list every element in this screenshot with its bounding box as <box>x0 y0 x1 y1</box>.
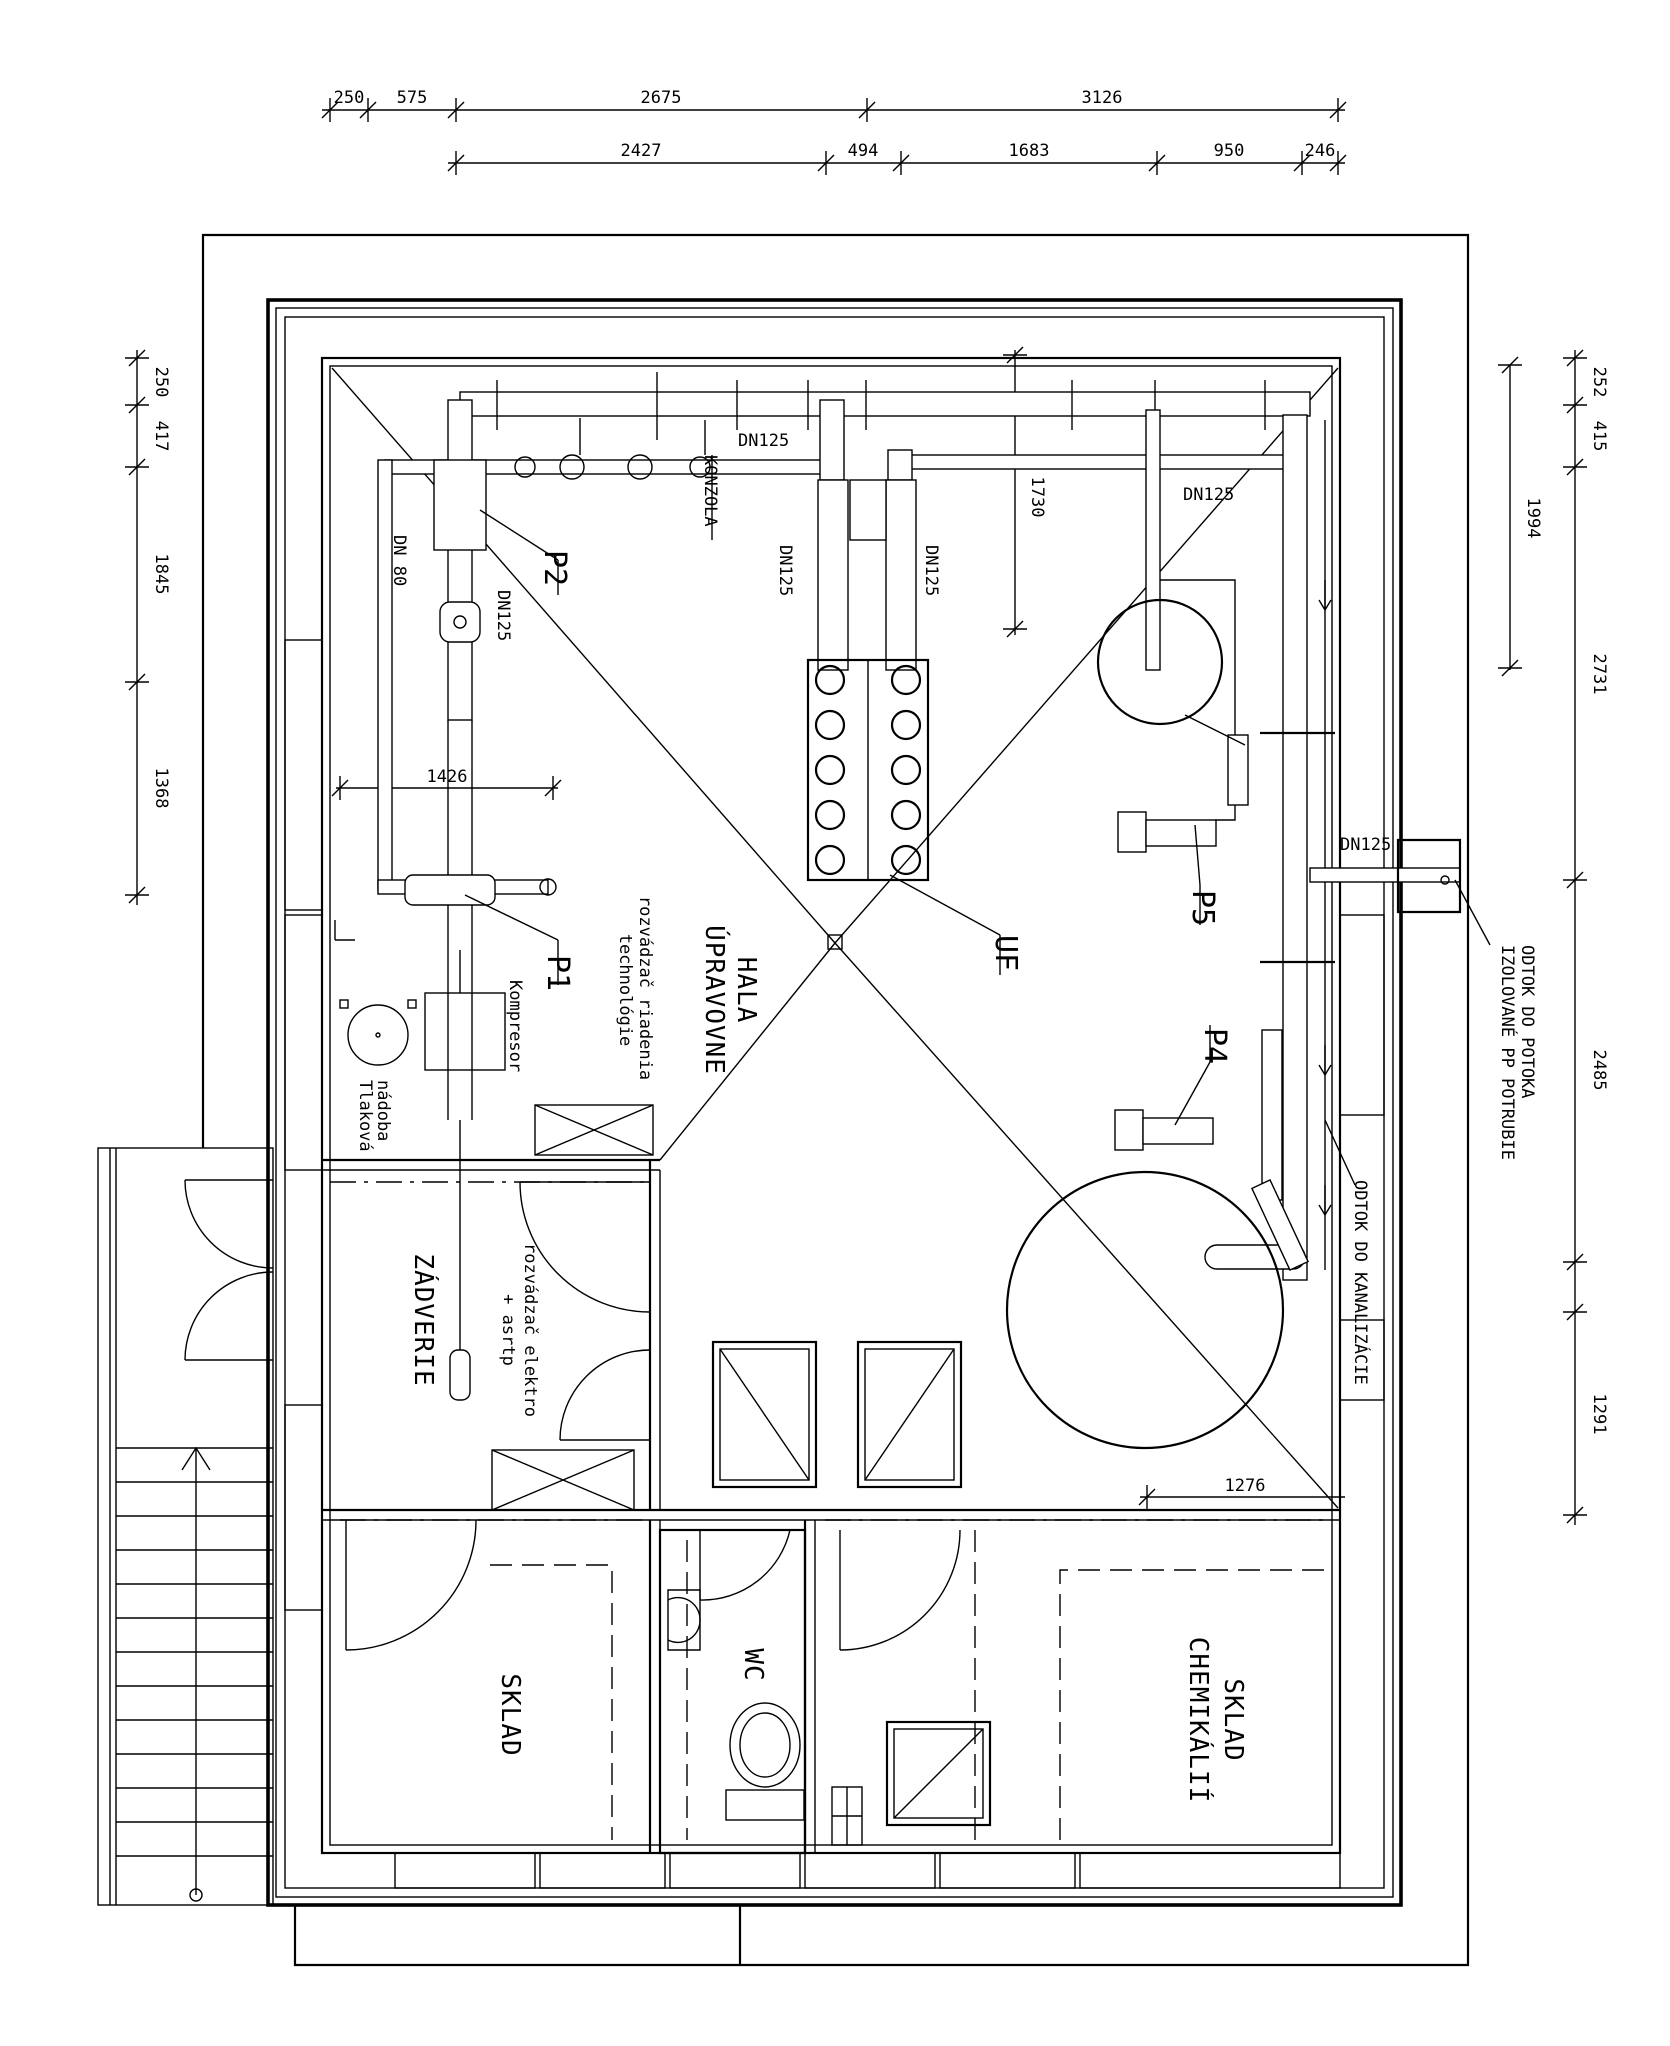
label-dn125-b: DN125 <box>921 545 941 596</box>
dim-top-246: 246 <box>1305 141 1336 161</box>
external-stairs <box>97 1147 274 1906</box>
dim-left-417: 417 <box>151 421 171 452</box>
tag-p2: P2 <box>537 550 572 586</box>
label-kompresor: Kompresor <box>505 980 525 1072</box>
label-tlakova-1: Tlaková <box>355 1080 375 1152</box>
uf-modules <box>806 658 930 882</box>
label-konzola: KONZOLA <box>700 455 720 527</box>
leader-lines <box>464 455 1491 1186</box>
piping <box>334 372 1462 1450</box>
dim-top-950: 950 <box>1214 141 1245 161</box>
dim-top-2675: 2675 <box>641 88 682 108</box>
cabinets <box>491 1104 992 1846</box>
doors <box>184 1179 1330 1845</box>
room-sklad: SKLAD <box>495 1673 525 1756</box>
dim-1730: 1730 <box>1027 477 1047 518</box>
dimension-lines: 250 575 2675 3126 2427 494 1683 950 246 … <box>125 88 1609 1525</box>
dim-top-494: 494 <box>848 141 879 161</box>
dim-left-1368: 1368 <box>151 768 171 809</box>
label-dn80: DN 80 <box>389 535 409 586</box>
tag-p5: P5 <box>1185 890 1220 926</box>
room-rozvadzac-tech-2: technológie <box>615 934 635 1047</box>
wc-fixtures <box>667 1589 805 1821</box>
room-wc: WC <box>738 1648 768 1681</box>
label-dn125-top: DN125 <box>738 431 789 451</box>
room-hala-1: HALA <box>731 957 761 1024</box>
tag-uf: UF <box>988 935 1023 971</box>
room-sklad-chem-1: SKLAD <box>1218 1678 1248 1761</box>
labels: DN125 KONZOLA DN125 DN125 DN 80 DN125 DN… <box>355 431 1537 1803</box>
label-dn125-outlet: DN125 <box>1340 835 1391 855</box>
dim-right-252: 252 <box>1589 367 1609 398</box>
label-dn125-a: DN125 <box>775 545 795 596</box>
dim-top-1683: 1683 <box>1009 141 1050 161</box>
note-odtok-kanal: ODTOK DO KANALIZÁCIE <box>1350 1180 1372 1385</box>
room-hala-2: ÚPRAVOVNE <box>699 925 731 1075</box>
dim-1276: 1276 <box>1225 1476 1266 1496</box>
dim-right-415: 415 <box>1589 421 1609 452</box>
label-dn125-left: DN125 <box>493 590 513 641</box>
dim-top-3126: 3126 <box>1082 88 1123 108</box>
building-walls <box>201 233 1470 1967</box>
tag-p4: P4 <box>1197 1028 1232 1064</box>
dim-right-2731: 2731 <box>1589 654 1609 695</box>
dim-top-250: 250 <box>334 88 365 108</box>
dim-right-2485: 2485 <box>1589 1050 1609 1091</box>
dim-1426: 1426 <box>427 767 468 787</box>
dim-left-250: 250 <box>151 367 171 398</box>
dim-left-1845: 1845 <box>151 554 171 595</box>
dim-top-575: 575 <box>397 88 428 108</box>
note-odtok-potok-1: ODTOK DO POTOKA <box>1517 945 1537 1099</box>
room-rozvadzac-tech-1: rozvádzač riadenia <box>635 896 655 1080</box>
label-tlakova-2: nádoba <box>373 1080 393 1141</box>
room-zadverie: ZÁDVERIE <box>408 1253 440 1386</box>
room-rozvadzac-el-2: + asrtp <box>498 1294 518 1366</box>
dim-top-2427: 2427 <box>621 141 662 161</box>
tag-p1: P1 <box>540 955 575 991</box>
dim-right-1291: 1291 <box>1589 1394 1609 1435</box>
note-odtok-potok-2: IZOLOVANÉ PP POTRUBIE <box>1497 945 1519 1160</box>
dim-right-1994: 1994 <box>1523 498 1543 539</box>
room-sklad-chem-2: CHEMIKÁLIÍ <box>1183 1637 1215 1804</box>
room-rozvadzac-el-1: rozvádzač elektro <box>520 1243 540 1417</box>
label-dn125-right: DN125 <box>1183 485 1234 505</box>
